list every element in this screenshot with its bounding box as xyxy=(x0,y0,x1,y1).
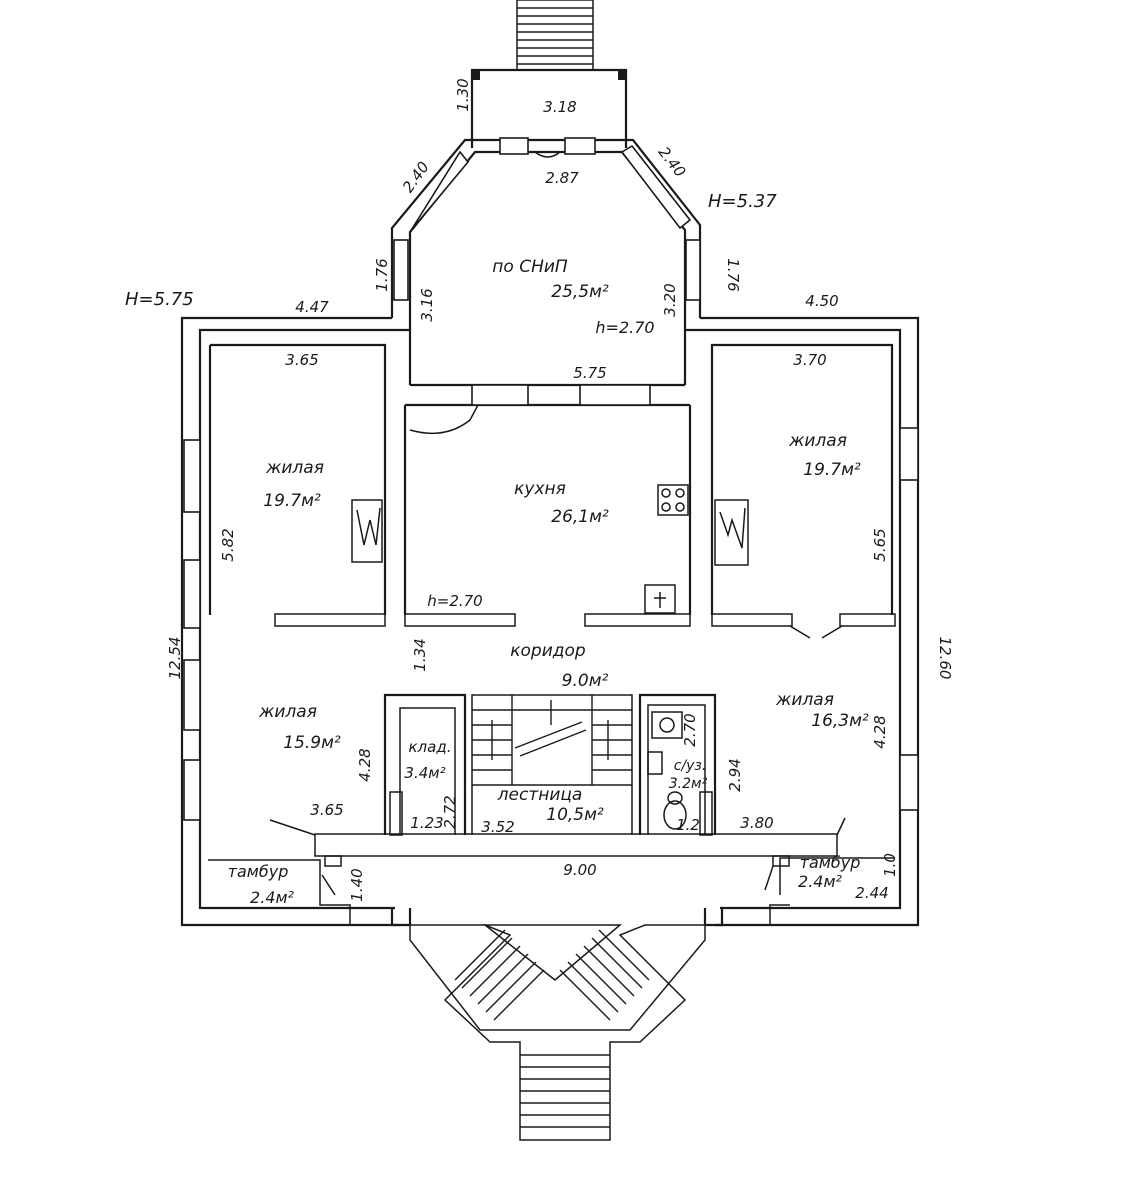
living-tl-area: 19.7м² xyxy=(263,491,321,511)
outer-walls xyxy=(180,316,920,927)
dim-left-total: 12.54 xyxy=(166,637,184,680)
octagon-room xyxy=(390,137,702,407)
dim-oct-right-inner: 3.20 xyxy=(661,283,679,316)
dim-wc-side: 2.94 xyxy=(726,758,744,791)
dim-oct-left-diag: 2.40 xyxy=(399,158,433,196)
living-room-top-right xyxy=(710,343,894,615)
front-stairs xyxy=(390,908,724,1141)
dim-left-room-width: 3.65 xyxy=(285,351,318,369)
living-room-top-left xyxy=(208,343,387,615)
dim-stair-small: 2.72 xyxy=(441,795,459,828)
dim-top-left-outer: 4.47 xyxy=(295,298,329,316)
living-tl-name: жилая xyxy=(265,458,324,478)
corridor-area: 9.0м² xyxy=(562,671,609,691)
kitchen-height: h=2.70 xyxy=(427,592,482,610)
dim-vest-right-side: 1.0 xyxy=(881,853,899,877)
living-br-name: жилая xyxy=(775,690,834,710)
octagon-height: h=2.70 xyxy=(595,318,654,337)
dim-porch-width: 3.18 xyxy=(543,98,576,116)
living-tr-name: жилая xyxy=(788,431,847,451)
front-wall xyxy=(269,817,846,867)
dim-oct-left-inner: 3.16 xyxy=(418,288,436,321)
stairs-area: 10,5м² xyxy=(546,805,604,825)
dim-wc-top: 2.70 xyxy=(681,713,699,746)
dim-right-room-width: 3.70 xyxy=(793,351,826,369)
dim-front-width: 9.00 xyxy=(563,861,596,879)
kitchen xyxy=(403,404,692,615)
dim-left-room-height: 5.82 xyxy=(219,528,237,561)
central-core xyxy=(383,693,717,836)
closet-name: клад. xyxy=(409,738,452,756)
wc-name: с/уз. xyxy=(674,758,707,774)
dim-oct-left-outer: 1.76 xyxy=(373,258,391,291)
dim-top-right-outer: 4.50 xyxy=(805,292,838,310)
vest-r-name: тамбур xyxy=(800,853,861,872)
vest-l-area: 2.4м² xyxy=(250,888,295,907)
dim-oct-bottom: 5.75 xyxy=(573,364,606,382)
corridor-walls xyxy=(274,613,896,639)
closet-area: 3.4м² xyxy=(404,764,445,782)
living-br-area: 16,3м² xyxy=(811,711,869,731)
height-left: H=5.75 xyxy=(125,289,194,310)
dim-bottom-left-width: 3.65 xyxy=(310,801,343,819)
vest-r-area: 2.4м² xyxy=(798,872,843,891)
dim-bottom-left-height: 4.28 xyxy=(356,748,374,781)
living-tr-area: 19.7м² xyxy=(803,460,861,480)
living-bl-area: 15.9м² xyxy=(283,733,341,753)
corridor-name: коридор xyxy=(510,641,586,661)
dim-right-room-height: 5.65 xyxy=(871,528,889,561)
dim-bottom-right-width: 3.80 xyxy=(740,814,773,832)
octagon-name: по СНиП xyxy=(492,257,568,277)
dim-vest-right-width: 2.44 xyxy=(855,884,888,902)
living-bl-name: жилая xyxy=(258,702,317,722)
dim-corridor-gap: 1.34 xyxy=(411,638,429,671)
vestibules xyxy=(208,857,895,925)
dim-wc-small: 1.2 xyxy=(676,816,700,834)
kitchen-area: 26,1м² xyxy=(551,507,609,527)
dim-oct-right-outer: 1.76 xyxy=(724,258,742,291)
dim-closet-width: 1.23 xyxy=(410,814,443,832)
top-stairs xyxy=(516,0,594,71)
vest-l-name: тамбур xyxy=(228,862,289,881)
dim-oct-top-inner: 2.87 xyxy=(545,169,579,187)
octagon-area: 25,5м² xyxy=(551,282,609,302)
top-porch xyxy=(470,68,628,148)
wc-area: 3.2м² xyxy=(669,776,708,792)
dim-right-total: 12.60 xyxy=(936,637,954,680)
dim-vest-left-side: 1.40 xyxy=(348,868,366,901)
kitchen-name: кухня xyxy=(514,479,566,499)
stairs-name: лестница xyxy=(497,785,583,805)
dim-porch-side: 1.30 xyxy=(454,78,472,111)
dim-bottom-right-height: 4.28 xyxy=(871,715,889,748)
dim-stair-width: 3.52 xyxy=(481,818,514,836)
height-right: H=5.37 xyxy=(708,191,777,212)
